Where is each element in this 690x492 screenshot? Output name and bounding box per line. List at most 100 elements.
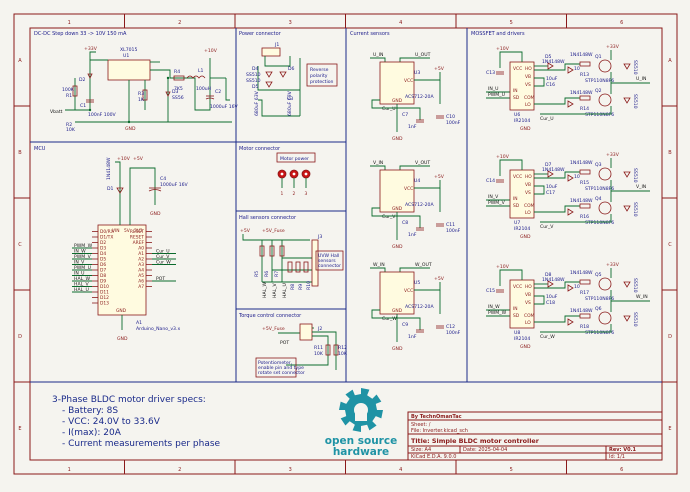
mcu-left-pin: D13: [100, 301, 109, 307]
oshw-text-2: hardware: [333, 446, 389, 458]
sensor-in-net: U_IN: [373, 52, 383, 58]
mcu-left-pin: D11: [100, 290, 109, 296]
mosfet-lo-part: STP110N8F6: [585, 112, 614, 118]
section-title-torque: Torque control connector: [238, 313, 302, 319]
sensor-cur-net: Cur_U: [382, 106, 396, 112]
driver-pin: HO: [525, 284, 532, 290]
motor-pin-number: 3: [305, 191, 308, 197]
gate-res-lo: R14: [580, 106, 589, 112]
tb-file: File: Inverter.kicad_sch: [411, 428, 468, 434]
mcu-right-pin: A6: [138, 279, 144, 285]
reverse-note-1: Reverse: [310, 67, 329, 73]
sensor-cap-a-value: 1nF: [408, 334, 417, 340]
d3-ref: D3: [172, 89, 179, 95]
driver-pin: VB: [525, 292, 531, 298]
mcu-right-pin: A2: [138, 257, 144, 263]
r3-ref: R3: [138, 91, 144, 97]
spec-battery: - Battery: 8S: [62, 406, 118, 416]
torque-connector-circuit: +5V_Fuse J2 R11 10K R12 10K Potentiomete…: [255, 323, 348, 378]
mosfet-hi-part: STP110N8F6: [585, 78, 614, 84]
mcu-circuit: +10V +5V C4 1000uF 16V D1 1N4148W GND GN…: [97, 156, 189, 342]
tb-date: Date: 2025-04-04: [463, 447, 507, 453]
tb-id: Id: 1/1: [609, 454, 625, 460]
mcu-pins-group: D0/RXD1/TXD2D3D4D5D6D7D8D9D10D11D12D13PW…: [72, 229, 176, 307]
sensor-cap-b-value: 100nF: [446, 120, 461, 126]
sensor-plus5v: +5V: [434, 66, 445, 72]
frame-row-label: D: [668, 334, 672, 340]
dcdc-circuit: U1 XL7015 D2 C1 100K R1 R2 10K 100nF 100…: [50, 46, 239, 133]
mosfet-hi-ref: Q5: [595, 272, 602, 278]
mcu-left-pin: D2: [100, 240, 106, 246]
driver-pin: VB: [525, 74, 531, 80]
c2-ref: C2: [215, 89, 221, 95]
phase-in-net: IN_U: [488, 86, 498, 92]
j1-connector: [261, 47, 281, 57]
sensor-in-net: V_IN: [373, 160, 383, 166]
driver-pin: VS: [525, 82, 531, 88]
a1-ref: A1: [136, 320, 142, 326]
r2-ref: R2: [66, 122, 72, 128]
r12-value: 10K: [338, 351, 348, 357]
mcu-left-net: PWM_W: [74, 243, 93, 249]
frame-row-label: D: [18, 334, 22, 340]
d4-diode: [265, 71, 273, 78]
frame-row-label: B: [18, 150, 22, 156]
phase-cur-net: Cur_V: [540, 224, 554, 230]
r1-value: 100K: [62, 87, 75, 93]
reverse-polarity-note-box: [306, 63, 338, 87]
power-connector-circuit: J1 D4 SS510 SS510 D5 D6 Reverse polarity…: [246, 42, 338, 117]
mosfet-lo-ref: Q6: [595, 306, 602, 312]
mcu-right-net: POT: [156, 276, 165, 282]
c4-value: 1000uF 16V: [160, 182, 189, 188]
mosfet-lo-ref: Q2: [595, 88, 602, 94]
a1-part: Arduino_Nano_v3.x: [136, 326, 180, 332]
mcu-right-pin: A4: [138, 268, 144, 274]
phase-out-net: W_IN: [636, 294, 648, 300]
r9-ref: R9: [298, 284, 304, 290]
frame-col-label: 1: [68, 20, 71, 26]
mcu-left-pin: D12: [100, 295, 109, 301]
driver-pin: HO: [525, 66, 532, 72]
driver-ref: U6: [514, 112, 520, 118]
j2-connector: [299, 323, 313, 341]
sensor-out-net: W_OUT: [415, 262, 432, 268]
d1-ref: D1: [107, 186, 114, 192]
phase-pwm-net: PWM_U: [488, 92, 505, 98]
ir2104-driver: [509, 279, 535, 329]
sensor-cap-b-value: 100nF: [446, 330, 461, 336]
oshw-gear-icon: [339, 388, 383, 432]
frame-row-label: C: [18, 242, 22, 248]
sensor-cap-b: C12: [446, 324, 455, 330]
sensor-part: ACS712-20A: [405, 202, 434, 208]
r11-value: 10K: [314, 351, 324, 357]
frame-row-label: B: [668, 150, 672, 156]
c2-value: 1000uF 16V: [210, 104, 239, 110]
tvs-value-hi: SS510: [632, 278, 638, 293]
gate-res-value: 10: [574, 284, 580, 290]
driver-cap: C14: [486, 178, 495, 184]
arduino-nano-a1: [97, 224, 147, 316]
low-side-mosfet: [598, 311, 612, 325]
driver-plus10v: +10V: [496, 154, 510, 160]
mcu-left-net: PWM_V: [74, 254, 92, 260]
spec-current-measure: - Current measurements per phase: [62, 439, 221, 449]
phase-in-net: IN_W: [488, 304, 500, 310]
d5-value: SS510: [246, 78, 261, 84]
oshw-logo: open source hardware: [325, 388, 397, 458]
j2-ref: J2: [317, 326, 322, 332]
hall-note-box: [315, 250, 344, 271]
phase-out-net: U_IN: [636, 76, 646, 82]
tb-author: By TechnOmanTac: [411, 414, 462, 420]
phase-cur-net: Cur_U: [540, 116, 554, 122]
mcu-right-pin: A3: [138, 262, 144, 268]
gate-res-lo: R18: [580, 324, 589, 330]
gate-res-hi: R13: [580, 72, 589, 78]
mcu-right-net: Cur_V: [156, 254, 170, 260]
gate-diode-value: 1N4148W: [570, 90, 593, 96]
frame-row-label: E: [668, 426, 671, 432]
